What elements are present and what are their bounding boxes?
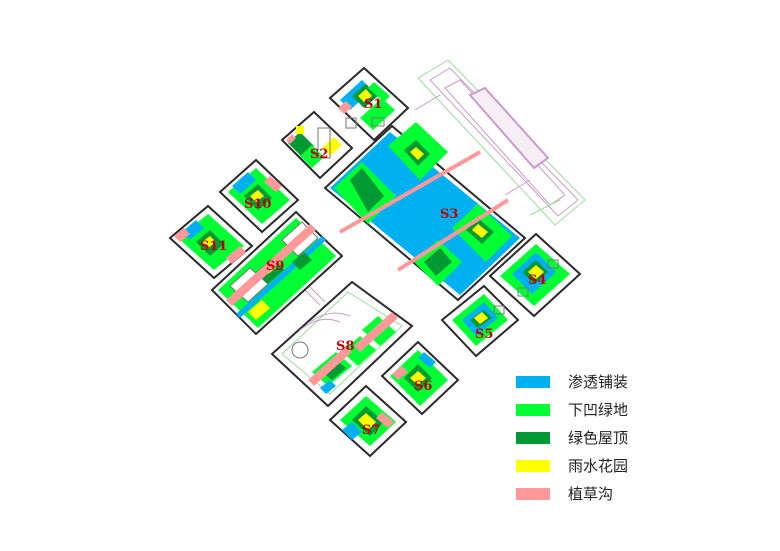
legend-item: 下凹绿地 [512,398,712,426]
legend-swatch [516,488,550,500]
plot-label-s2: S2 [310,147,328,162]
legend-swatch [516,376,550,388]
plot-label-s5: S5 [475,327,493,342]
plot-label-s10: S10 [244,197,271,212]
plot-label-s8: S8 [336,339,354,354]
plot-s5[interactable] [440,284,520,358]
plot-s7[interactable] [328,384,408,458]
legend-item: 绿色屋顶 [512,426,712,454]
legend-label: 下凹绿地 [568,401,629,419]
plot-s2[interactable] [280,110,354,180]
plot-label-s6: S6 [414,379,432,394]
plot-label-s11: S11 [200,239,227,254]
legend-label: 植草沟 [568,485,614,503]
plot-s9[interactable] [210,210,344,336]
plot-s3[interactable] [323,122,527,302]
legend-item: 渗透铺装 [512,370,712,398]
plot-label-s1: S1 [364,97,382,112]
plot-label-s7: S7 [362,423,380,438]
legend-swatch [516,432,550,444]
legend-swatch [516,460,550,472]
plot-label-s3: S3 [440,207,458,222]
plot-label-s4: S4 [528,273,546,288]
legend-item: 植草沟 [512,482,712,510]
legend-item: 雨水花园 [512,454,712,482]
park-outline [299,59,586,306]
legend-label: 雨水花园 [568,457,629,475]
legend: 渗透铺装 下凹绿地 绿色屋顶 雨水花园 植草沟 [512,370,712,510]
legend-label: 渗透铺装 [568,373,629,391]
legend-swatch [516,404,550,416]
plot-s4[interactable] [488,232,582,318]
plot-s6[interactable] [380,340,460,416]
plot-label-s9: S9 [266,259,284,274]
plot-s11[interactable] [168,204,254,280]
plot-s10[interactable] [218,158,300,234]
legend-label: 绿色屋顶 [568,429,629,447]
plot-s1[interactable] [328,66,410,142]
plot-s8[interactable] [270,280,414,408]
